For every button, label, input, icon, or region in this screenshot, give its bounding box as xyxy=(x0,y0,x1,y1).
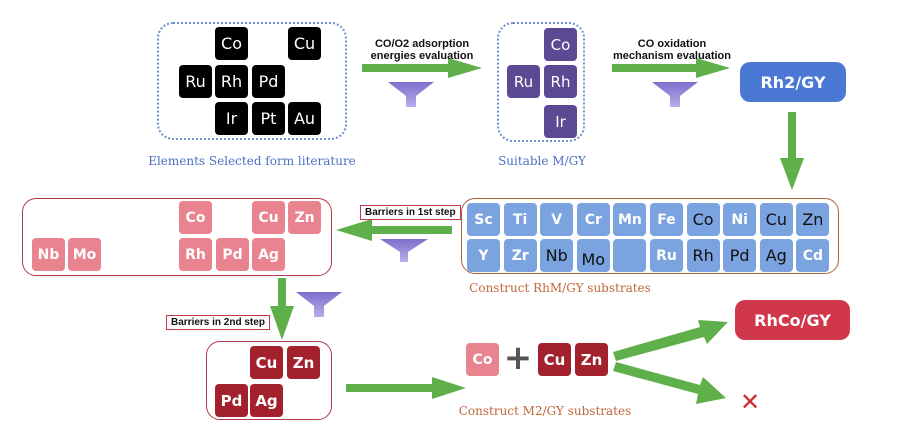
element-cell: Au xyxy=(288,102,321,135)
element-cell: Ru xyxy=(179,65,212,98)
stage1-box xyxy=(157,22,347,140)
element-cell: Ru xyxy=(650,239,683,272)
stage1-caption: Elements Selected form literature xyxy=(148,154,356,168)
arrow-to-rhco xyxy=(613,320,728,361)
result-rhco-gy: RhCo/GY xyxy=(735,300,850,340)
element-cell: Ag xyxy=(252,238,285,271)
arrow-to-reject xyxy=(613,362,726,404)
funnel-step1-icon xyxy=(388,82,434,107)
stage6-caption: Construct M2/GY substrates xyxy=(458,404,632,418)
element-cell: Rh xyxy=(544,65,577,98)
element-cell: Y xyxy=(467,239,500,272)
step2-label: CO oxidation mechanism evaluation xyxy=(610,38,734,62)
step1-label-line2: energies evaluation xyxy=(370,50,474,62)
element-cell: Mo xyxy=(68,238,101,271)
element-cell: Co xyxy=(466,343,499,376)
plus-icon: + xyxy=(503,338,533,378)
element-cell: Ir xyxy=(544,105,577,138)
funnel-step2-icon xyxy=(652,82,698,107)
element-cell: Zn xyxy=(796,203,830,236)
empty-cell xyxy=(613,239,647,272)
stage3-box xyxy=(461,198,839,274)
step1-label: CO/O2 adsorption energies evaluation xyxy=(360,38,484,62)
element-cell: Cu xyxy=(759,203,793,236)
element-cell: Ag xyxy=(250,384,283,417)
element-cell: Rh xyxy=(179,238,212,271)
element-cell: Co xyxy=(686,203,720,236)
element-cell: Pt xyxy=(252,102,285,135)
element-cell: Rh xyxy=(215,65,248,98)
stage2-box xyxy=(497,22,585,142)
element-cell: Nb xyxy=(540,239,574,272)
stage3-caption: Construct RhM/GY substrates xyxy=(469,281,651,295)
stage4-box xyxy=(22,198,332,276)
element-cell: Zn xyxy=(575,343,608,376)
arrow-step1 xyxy=(362,58,482,78)
element-cell: Pd xyxy=(252,65,285,98)
element-cell: Cu xyxy=(538,343,571,376)
element-cell: Cr xyxy=(576,203,610,236)
element-cell: Co xyxy=(215,27,248,60)
arrow-step3 xyxy=(336,219,452,241)
element-cell: Fe xyxy=(650,203,683,236)
step2-label-line1: CO oxidation xyxy=(637,38,707,50)
element-cell: Mn xyxy=(613,203,647,236)
element-cell: Cu xyxy=(250,346,283,379)
element-cell: Ru xyxy=(507,65,540,98)
element-cell: Co xyxy=(179,201,212,234)
element-cell: Rh xyxy=(686,239,720,272)
arrow-down-rh2 xyxy=(780,112,804,190)
funnel-step4-icon xyxy=(296,292,342,317)
stage2-caption: Suitable M/GY xyxy=(498,154,586,168)
element-cell: Cd xyxy=(796,239,830,272)
element-cell: Co xyxy=(544,28,577,61)
step4-label: Barriers in 2nd step xyxy=(166,315,270,330)
element-cell: Mo xyxy=(576,239,610,272)
element-cell: V xyxy=(540,203,574,236)
element-cell: Sc xyxy=(467,203,500,236)
step2-label-line2: mechanism evaluation xyxy=(613,50,731,62)
arrow-step2 xyxy=(612,58,730,78)
funnel-step3-icon xyxy=(380,239,428,262)
reject-x-icon: ✕ xyxy=(739,388,761,416)
element-cell: Zn xyxy=(288,201,321,234)
arrow-step5 xyxy=(346,377,466,399)
result-rh2-gy: Rh2/GY xyxy=(740,62,846,102)
element-cell: Zr xyxy=(503,239,537,272)
element-cell: Pd xyxy=(723,239,757,272)
element-cell: Ag xyxy=(759,239,793,272)
element-cell: Pd xyxy=(215,384,248,417)
element-cell: Ti xyxy=(503,203,537,236)
arrow-step4 xyxy=(270,278,294,340)
element-cell: Ir xyxy=(215,102,248,135)
element-cell: Pd xyxy=(216,238,249,271)
element-cell: Nb xyxy=(32,238,65,271)
step3-label: Barriers in 1st step xyxy=(360,205,461,220)
element-cell: Cu xyxy=(252,201,285,234)
stage5-box xyxy=(206,341,332,420)
element-cell: Zn xyxy=(287,346,320,379)
element-cell: Ni xyxy=(723,203,757,236)
element-cell: Cu xyxy=(288,27,321,60)
step1-label-line1: CO/O2 adsorption xyxy=(374,38,470,50)
